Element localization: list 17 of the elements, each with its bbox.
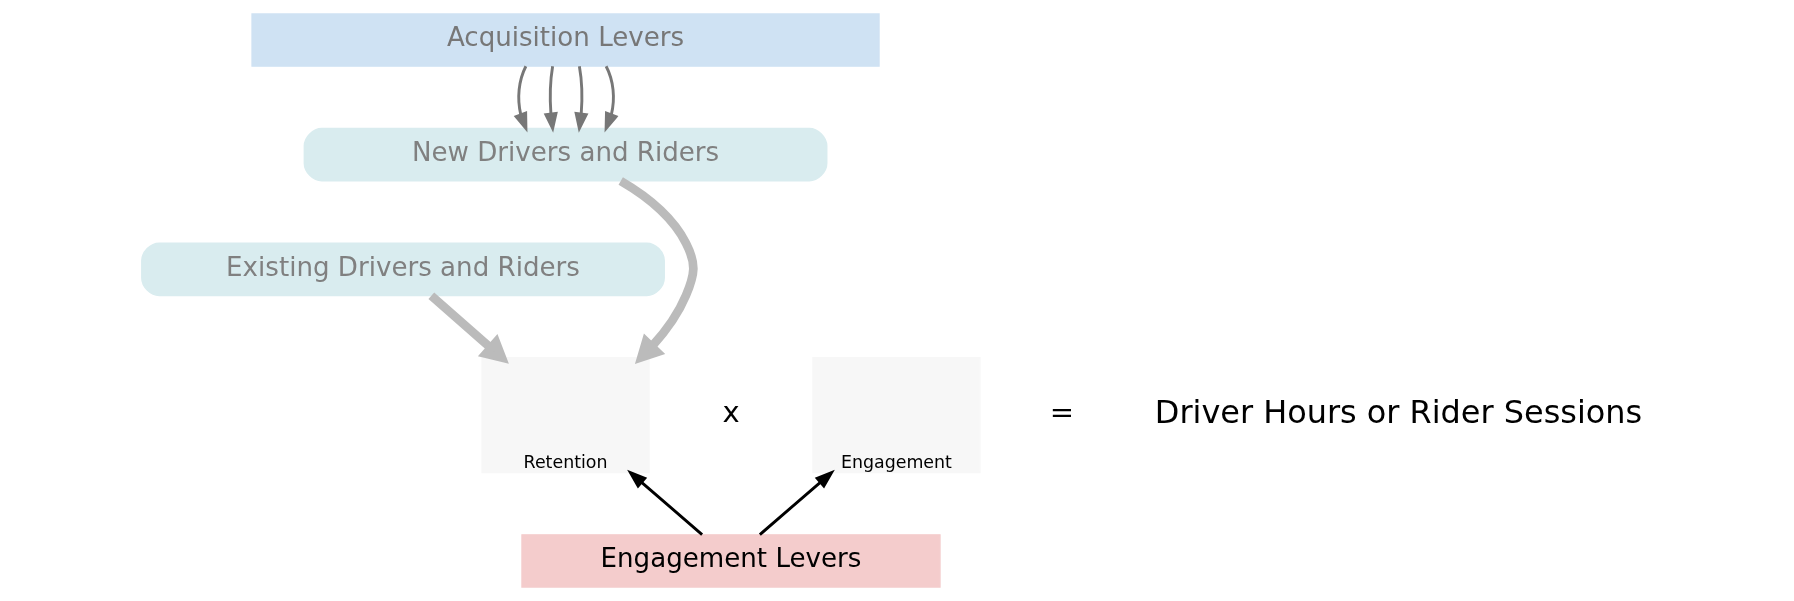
arrow	[573, 66, 588, 133]
node-box: Existing Drivers and Riders	[140, 242, 665, 297]
arrow	[604, 65, 618, 133]
arrow	[758, 469, 835, 536]
arrow	[427, 292, 509, 364]
node-box: Retention	[480, 357, 650, 474]
node-box: Engagement	[811, 357, 981, 474]
label: x	[721, 395, 740, 430]
label: =	[1049, 395, 1074, 430]
arrow	[618, 177, 698, 364]
arrow	[543, 66, 558, 133]
node-box: Engagement Levers	[520, 534, 941, 588]
node-box: New Drivers and Riders	[303, 127, 827, 182]
node-box: Acquisition Levers	[250, 13, 880, 67]
arrow	[626, 469, 703, 536]
label: Driver Hours or Rider Sessions	[1154, 393, 1642, 432]
arrow	[513, 65, 527, 133]
